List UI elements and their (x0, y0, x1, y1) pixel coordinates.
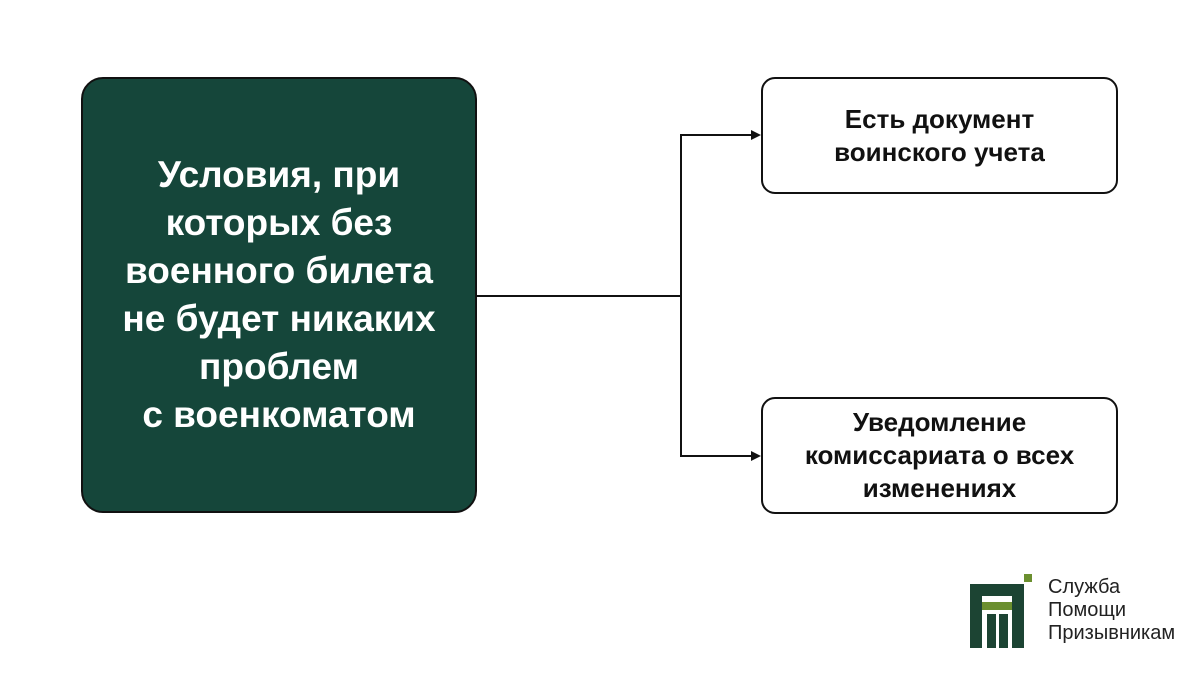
branch-line: воинского учета (834, 136, 1045, 167)
logo-line: Помощи (1048, 599, 1126, 621)
main-condition-box: Условия, при которых без военного билета… (81, 77, 477, 513)
branch-box-military-document: Есть документ воинского учета (761, 77, 1118, 194)
main-line: не будет никаких (122, 298, 436, 339)
branch-line: комиссариата о всех (804, 440, 1075, 470)
main-line: с военкоматом (142, 394, 416, 435)
main-line: которых без (165, 202, 393, 243)
branch-line: изменениях (862, 473, 1017, 503)
main-line: военного билета (125, 250, 433, 291)
branch-text: Уведомление комиссариата о всех изменени… (805, 406, 1074, 505)
main-line: Условия, при (157, 154, 401, 195)
branch-line: Уведомление (852, 407, 1027, 437)
branch-text: Есть документ воинского учета (834, 103, 1045, 169)
logo-line: Служба (1048, 576, 1121, 598)
branch-box-notification: Уведомление комиссариата о всех изменени… (761, 397, 1118, 514)
branch-line: Есть документ (844, 103, 1035, 134)
logo-text: Служба Помощи Призывникам (1048, 576, 1175, 645)
main-condition-text: Условия, при которых без военного билета… (89, 151, 469, 439)
logo-line: Призывникам (1048, 622, 1176, 644)
service-logo: Служба Помощи Призывникам (968, 574, 1178, 650)
logo-mark-icon (970, 574, 1032, 648)
main-line: проблем (199, 346, 359, 387)
